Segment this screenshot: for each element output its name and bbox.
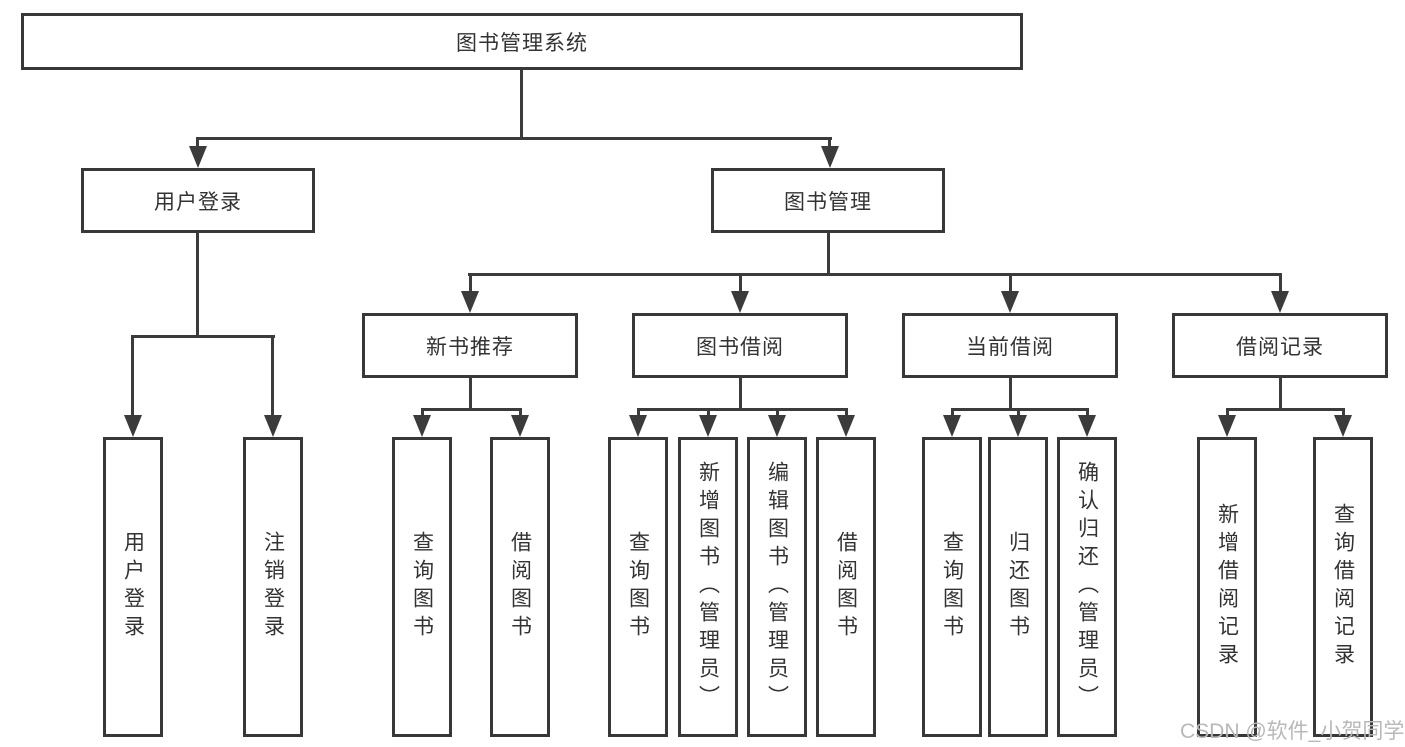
- arrowhead-down-icon: [1218, 415, 1236, 437]
- connector-line: [1009, 275, 1012, 295]
- node-book-borrowing: 图书借阅: [632, 313, 848, 378]
- connector-line: [828, 139, 831, 151]
- leaf-confirm-return-admin: 确认归还（管理员）: [1057, 437, 1117, 737]
- connector-line: [951, 408, 1089, 411]
- arrowhead-down-icon: [413, 415, 431, 437]
- leaf-query-books-recommend: 查询图书: [392, 437, 452, 737]
- connector-line: [1226, 408, 1345, 411]
- connector-line: [1009, 377, 1012, 411]
- connector-line: [520, 69, 523, 140]
- arrowhead-down-icon: [1009, 415, 1027, 437]
- node-book-management: 图书管理: [711, 168, 945, 233]
- arrowhead-down-icon: [699, 415, 717, 437]
- arrowhead-down-icon: [629, 415, 647, 437]
- leaf-add-borrow-record: 新增借阅记录: [1197, 437, 1257, 737]
- arrowhead-down-icon: [189, 146, 207, 168]
- connector-line: [1279, 275, 1282, 295]
- arrowhead-down-icon: [1334, 415, 1352, 437]
- connector-line: [196, 232, 199, 338]
- arrowhead-down-icon: [264, 415, 282, 437]
- connector-line: [707, 410, 710, 418]
- arrowhead-down-icon: [768, 415, 786, 437]
- leaf-add-book-admin: 新增图书（管理员）: [678, 437, 738, 737]
- connector-line: [739, 377, 742, 411]
- connector-line: [196, 139, 199, 151]
- connector-line: [468, 273, 1282, 276]
- connector-line: [1017, 410, 1020, 418]
- connector-line: [827, 232, 830, 276]
- node-current-borrowing: 当前借阅: [902, 313, 1118, 378]
- connector-line: [1086, 410, 1089, 418]
- connector-line: [421, 410, 424, 418]
- leaf-return-book: 归还图书: [988, 437, 1048, 737]
- arrowhead-down-icon: [1001, 291, 1019, 313]
- connector-line: [1279, 377, 1282, 411]
- arrowhead-down-icon: [1078, 415, 1096, 437]
- leaf-edit-book-admin: 编辑图书（管理员）: [747, 437, 807, 737]
- connector-line: [637, 410, 640, 418]
- arrowhead-down-icon: [731, 291, 749, 313]
- connector-line: [469, 377, 472, 411]
- connector-line: [776, 410, 779, 418]
- node-user-login: 用户登录: [81, 168, 315, 233]
- connector-line: [739, 275, 742, 295]
- node-borrowing-records: 借阅记录: [1172, 313, 1388, 378]
- connector-line: [637, 408, 848, 411]
- arrowhead-down-icon: [837, 415, 855, 437]
- connector-line: [519, 410, 522, 418]
- leaf-query-borrow-record: 查询借阅记录: [1313, 437, 1373, 737]
- leaf-user-login: 用户登录: [103, 437, 163, 737]
- node-library-management-system: 图书管理系统: [21, 13, 1023, 70]
- csdn-watermark: CSDN @软件_小贺同学: [1180, 720, 1405, 743]
- connector-line: [131, 337, 134, 419]
- leaf-borrow-books-recommend: 借阅图书: [490, 437, 550, 737]
- connector-line: [951, 410, 954, 418]
- connector-line: [469, 275, 472, 295]
- connector-line: [1226, 410, 1229, 418]
- arrowhead-down-icon: [943, 415, 961, 437]
- connector-line: [196, 137, 832, 140]
- connector-line: [271, 337, 274, 419]
- leaf-query-books-current: 查询图书: [922, 437, 982, 737]
- arrowhead-down-icon: [511, 415, 529, 437]
- arrowhead-down-icon: [124, 415, 142, 437]
- arrowhead-down-icon: [821, 146, 839, 168]
- connector-line: [421, 408, 522, 411]
- connector-line: [845, 410, 848, 418]
- arrowhead-down-icon: [461, 291, 479, 313]
- arrowhead-down-icon: [1271, 291, 1289, 313]
- leaf-query-books-borrowing: 查询图书: [608, 437, 668, 737]
- node-new-book-recommendation: 新书推荐: [362, 313, 578, 378]
- leaf-borrow-books-borrowing: 借阅图书: [816, 437, 876, 737]
- leaf-logout: 注销登录: [243, 437, 303, 737]
- connector-line: [1342, 410, 1345, 418]
- connector-line: [131, 335, 275, 338]
